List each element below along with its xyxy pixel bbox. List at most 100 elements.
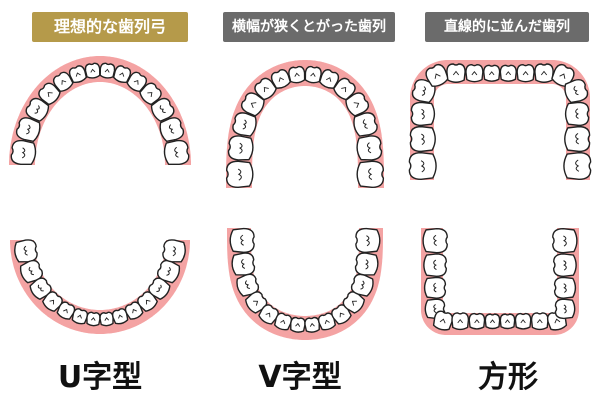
tooth xyxy=(432,310,454,331)
tooth xyxy=(353,112,378,137)
v-shape-upper-arch xyxy=(225,60,385,192)
tooth xyxy=(408,151,437,181)
caption-u-shape: U字型 xyxy=(57,360,143,395)
tooth xyxy=(333,77,356,101)
tooth xyxy=(124,301,144,320)
tooth xyxy=(42,291,63,312)
tooth xyxy=(38,82,61,106)
tooth xyxy=(564,125,591,153)
tooth xyxy=(331,304,352,325)
tooth xyxy=(410,101,436,127)
tooth xyxy=(273,312,293,331)
tooth xyxy=(150,97,175,122)
tooth xyxy=(162,239,186,263)
tooth xyxy=(52,71,74,92)
tooth xyxy=(71,308,89,325)
tooth xyxy=(563,151,592,181)
tooth xyxy=(423,276,447,299)
tooth xyxy=(423,253,447,277)
tooth xyxy=(411,79,436,104)
tooth xyxy=(422,227,448,254)
tooth xyxy=(10,139,37,166)
caption-v-shape: V字型 xyxy=(258,360,342,395)
tooth xyxy=(468,312,486,330)
gum-band xyxy=(410,60,590,190)
tooth xyxy=(231,252,256,276)
tooth xyxy=(551,63,575,87)
tooth xyxy=(409,125,436,153)
tooth xyxy=(564,101,590,127)
tooth xyxy=(137,291,158,312)
tooth xyxy=(225,160,254,189)
tooth xyxy=(227,135,254,161)
tooth xyxy=(84,62,101,79)
tooth xyxy=(514,312,532,330)
tooth xyxy=(15,117,41,143)
tooth xyxy=(245,291,268,314)
tooth xyxy=(304,316,320,333)
tooth xyxy=(317,312,337,331)
tooth xyxy=(258,304,279,325)
tooth xyxy=(446,63,466,83)
tooth xyxy=(25,97,50,122)
tooth xyxy=(139,82,162,106)
tooth xyxy=(254,77,277,101)
tooth xyxy=(14,239,38,263)
tooth xyxy=(86,311,101,327)
tooth xyxy=(163,139,190,166)
u-shape-upper-arch xyxy=(9,56,191,177)
tooth xyxy=(356,135,383,161)
tooth xyxy=(148,277,171,300)
caption-square: 方形 xyxy=(478,360,538,395)
label-narrow-pointed-arch: 横幅が狭くとがった歯列 xyxy=(223,12,395,42)
tooth xyxy=(552,227,578,254)
tooth xyxy=(451,312,470,331)
tooth xyxy=(350,273,374,297)
tooth xyxy=(99,311,114,327)
tooth xyxy=(499,64,517,82)
tooth xyxy=(112,65,132,84)
tooth xyxy=(345,92,370,117)
tooth xyxy=(484,313,501,330)
tooth xyxy=(229,227,255,254)
tooth xyxy=(553,276,577,299)
tooth xyxy=(554,298,576,320)
u-shape-lower-arch xyxy=(10,229,190,334)
tooth xyxy=(564,79,589,104)
tooth xyxy=(236,273,260,297)
tooth xyxy=(553,253,577,277)
tooth xyxy=(111,308,129,325)
tooth xyxy=(465,64,484,83)
label-ideal-arch: 理想的な歯列弓 xyxy=(32,12,188,42)
tooth xyxy=(356,160,385,189)
v-shape-lower-arch xyxy=(227,224,383,340)
tooth xyxy=(270,69,291,89)
gum-band xyxy=(421,219,579,335)
tooth xyxy=(319,69,340,89)
tooth xyxy=(342,291,365,314)
tooth xyxy=(240,92,265,117)
tooth xyxy=(232,112,257,137)
tooth xyxy=(483,64,501,82)
tooth xyxy=(19,259,43,284)
tooth xyxy=(516,64,535,83)
tooth xyxy=(29,277,52,300)
tooth xyxy=(355,227,381,254)
gum-band xyxy=(227,224,383,340)
square-lower-arch xyxy=(421,219,579,335)
tooth xyxy=(304,65,322,84)
tooth xyxy=(68,65,88,84)
tooth xyxy=(56,301,76,320)
tooth xyxy=(354,252,379,276)
tooth xyxy=(157,259,181,284)
square-upper-arch xyxy=(408,60,592,190)
tooth xyxy=(290,316,306,333)
tooth xyxy=(530,312,549,331)
tooth xyxy=(99,62,116,79)
tooth xyxy=(126,71,148,92)
tooth xyxy=(499,313,516,330)
tooth xyxy=(425,63,449,87)
tooth xyxy=(288,65,306,84)
tooth xyxy=(534,63,554,83)
